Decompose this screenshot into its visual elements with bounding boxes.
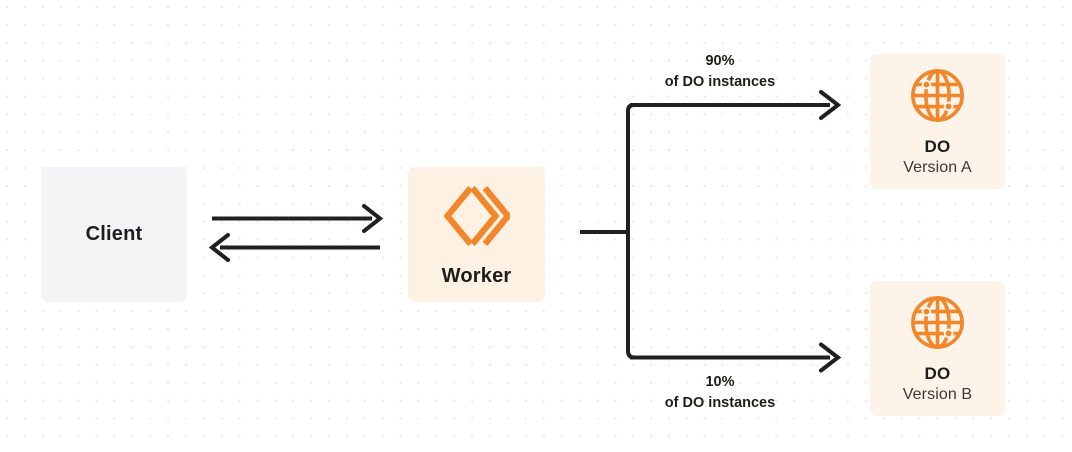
edge-label-do-a-percent: 90% xyxy=(705,53,735,69)
node-worker: Worker xyxy=(408,167,545,302)
do-b-subtitle: Version B xyxy=(902,385,973,403)
cloudflare-workers-icon xyxy=(442,185,512,247)
node-client: Client xyxy=(41,167,187,302)
do-b-title: DO xyxy=(924,363,951,383)
globe-icon xyxy=(909,294,966,351)
globe-icon xyxy=(909,67,966,124)
edge-worker-split-trunk xyxy=(580,103,636,360)
node-do-version-a: DO Version A xyxy=(870,54,1005,189)
do-a-title: DO xyxy=(924,136,951,156)
worker-label: Worker xyxy=(441,265,512,287)
edge-client-to-worker xyxy=(212,204,384,233)
edge-label-do-b-description: of DO instances xyxy=(664,394,776,411)
do-a-subtitle: Version A xyxy=(903,158,972,176)
edge-label-do-b: 10% of DO instances xyxy=(600,372,840,413)
edge-worker-to-client xyxy=(208,233,380,262)
edge-worker-to-do-b xyxy=(630,342,842,373)
edge-worker-to-do-a xyxy=(630,90,842,120)
node-do-version-b: DO Version B xyxy=(870,281,1005,416)
edge-label-do-a-description: of DO instances xyxy=(664,73,776,90)
edge-label-do-a: 90% of DO instances xyxy=(600,51,840,92)
edge-label-do-b-percent: 10% xyxy=(705,374,735,390)
client-label: Client xyxy=(85,223,143,245)
